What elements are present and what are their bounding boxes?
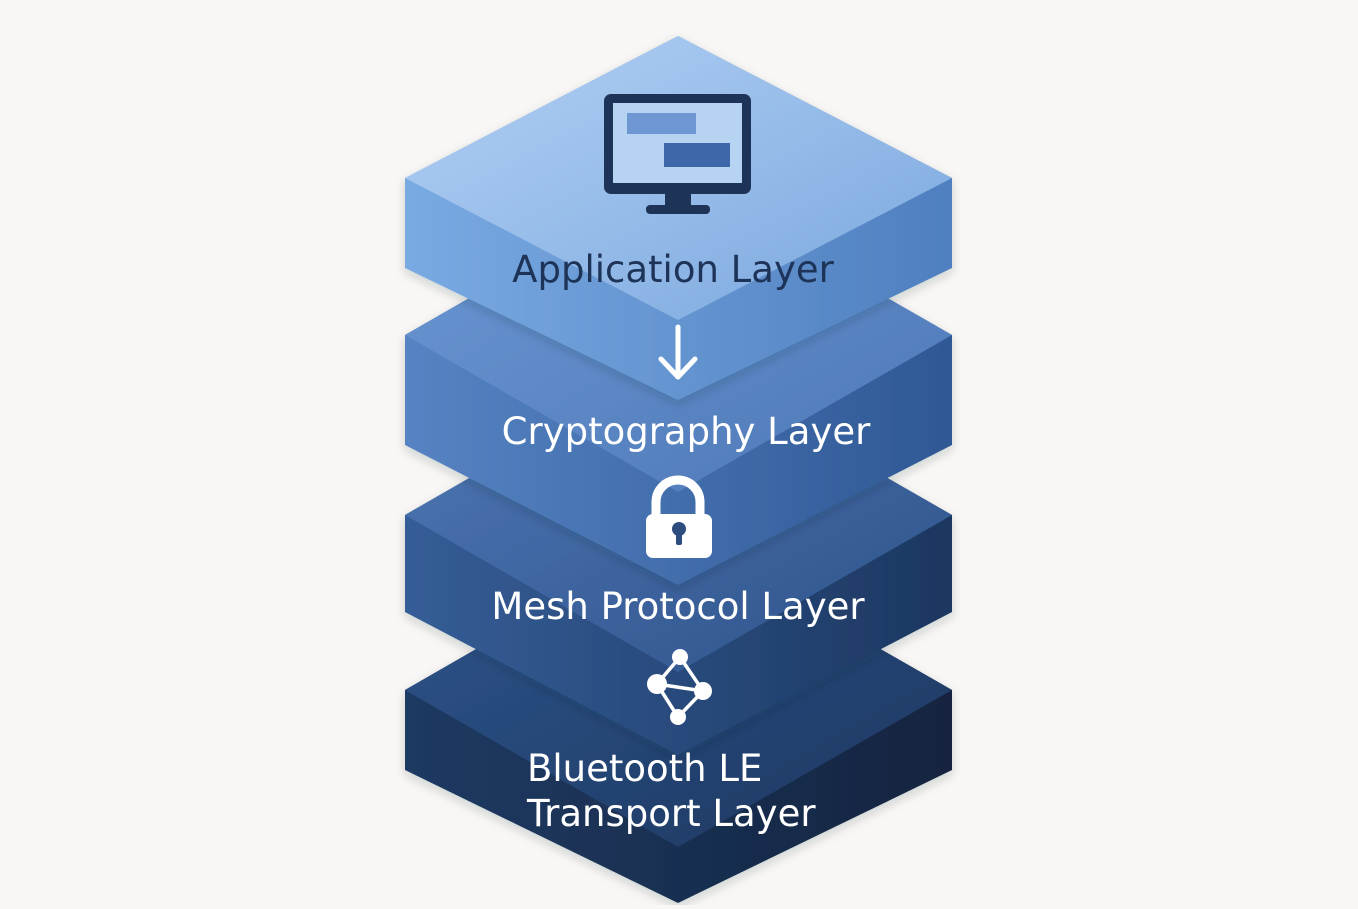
layer-application-label: Application Layer	[512, 248, 834, 291]
layer-mesh-label: Mesh Protocol Layer	[491, 585, 865, 628]
monitor-icon	[604, 94, 751, 214]
down-arrow-icon	[658, 324, 698, 380]
layer-transport-label-line1: Bluetooth LE	[527, 747, 762, 790]
network-nodes-icon	[647, 649, 712, 725]
layer-transport-label-line2: Transport Layer	[526, 792, 816, 835]
layer-crypto-label: Cryptography Layer	[502, 410, 871, 453]
lock-icon	[646, 475, 712, 558]
